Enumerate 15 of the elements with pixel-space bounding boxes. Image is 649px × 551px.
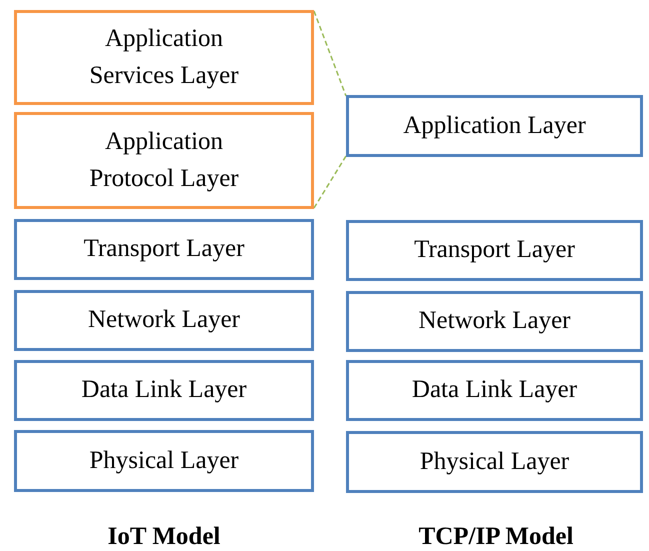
layer-box: Application Layer: [346, 95, 643, 157]
layer-box: Physical Layer: [14, 430, 314, 492]
layer-box: Transport Layer: [346, 220, 643, 281]
layer-box: Network Layer: [346, 291, 643, 352]
layer-box: Data Link Layer: [14, 360, 314, 421]
layer-box: Data Link Layer: [346, 360, 643, 421]
layer-box: Network Layer: [14, 290, 314, 351]
layer-box: Application Services Layer: [14, 10, 314, 105]
dashed-connector: [313, 156, 347, 208]
layer-box: Transport Layer: [14, 219, 314, 280]
layer-box: Physical Layer: [346, 431, 643, 493]
dashed-connector: [313, 10, 347, 96]
layer-box: Application Protocol Layer: [14, 112, 314, 209]
column-caption: TCP/IP Model: [418, 523, 574, 551]
column-caption: IoT Model: [106, 523, 222, 551]
